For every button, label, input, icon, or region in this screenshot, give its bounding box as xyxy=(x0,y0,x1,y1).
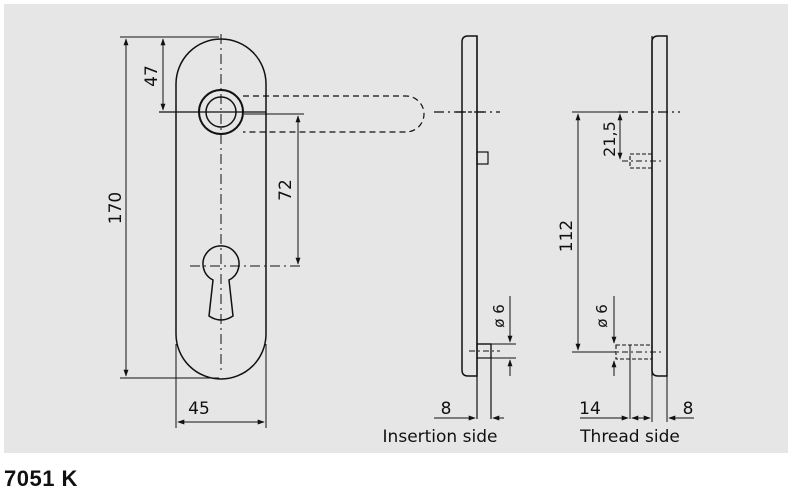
front-view: 170 47 72 45 xyxy=(106,34,484,428)
dim-112-label: 112 xyxy=(557,220,577,252)
insertion-pin xyxy=(476,151,489,165)
technical-drawing: 170 47 72 45 ø 6 8 Inse xyxy=(106,34,694,447)
insertion-side-view: ø 6 8 Insertion side xyxy=(383,35,516,447)
dim-8-thread-label: 8 xyxy=(683,399,694,419)
lever-outline-dashed xyxy=(243,95,425,133)
thread-side-label: Thread side xyxy=(579,427,680,447)
dim-45-label: 45 xyxy=(188,399,210,419)
insertion-plate xyxy=(461,35,478,377)
dim-170-label: 170 xyxy=(106,192,126,224)
dim-8-insertion-label: 8 xyxy=(441,399,452,419)
insertion-boss xyxy=(476,343,492,419)
thread-plate xyxy=(651,35,668,377)
dim-14-label: 14 xyxy=(579,399,601,419)
cylinder-keyhole xyxy=(202,245,240,321)
dim-21-5-label: 21,5 xyxy=(600,121,619,157)
front-plate-outline xyxy=(175,38,267,380)
dim-47-label: 47 xyxy=(142,65,162,87)
product-title: 7051 K xyxy=(4,466,78,491)
drawing-panel: 170 47 72 45 ø 6 8 Inse xyxy=(4,4,788,453)
dim-72-label: 72 xyxy=(276,179,296,201)
insertion-side-label: Insertion side xyxy=(383,427,498,447)
thread-side-view: 112 21,5 ø 6 14 8 Thread side xyxy=(557,35,694,447)
dim-phi6-thread-label: ø 6 xyxy=(593,304,611,328)
dim-phi6-insertion-label: ø 6 xyxy=(490,304,508,328)
